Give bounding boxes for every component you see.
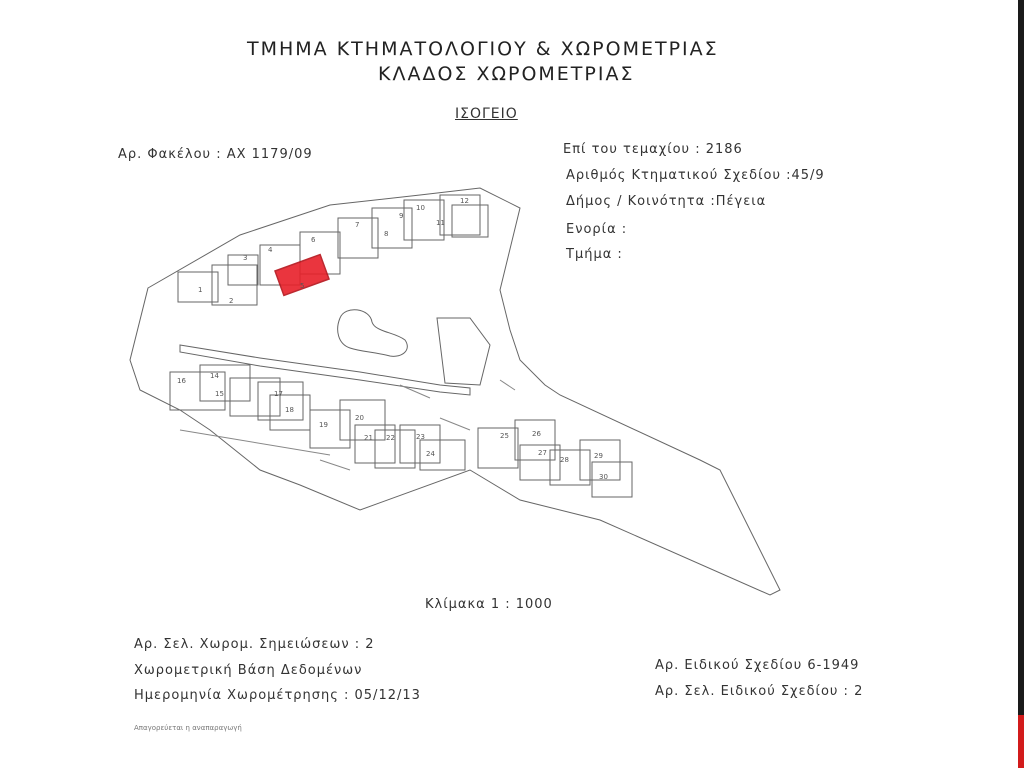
unit-label: 10	[416, 204, 425, 212]
unit-label: 24	[426, 450, 435, 458]
unit-label: 5	[300, 282, 304, 290]
survey-notes-page: Αρ. Σελ. Χωρομ. Σημειώσεων : 2	[134, 637, 375, 652]
unit-label: 26	[532, 430, 541, 438]
unit-label: 7	[355, 221, 359, 229]
unit-label: 17	[274, 390, 283, 398]
scale-label: Κλίμακα 1 : 1000	[425, 597, 553, 612]
special-plan-number: Αρ. Ειδικού Σχεδίου 6-1949	[655, 658, 860, 673]
cadastral-plan-number: Αριθμός Κτηματικού Σχεδίου :45/9	[566, 168, 825, 183]
right-edge-strip	[1018, 0, 1024, 768]
unit-label: 2	[229, 297, 233, 305]
title-line-1: ΤΜΗΜΑ ΚΤΗΜΑΤΟΛΟΓΙΟΥ & ΧΩΡΟΜΕΤΡΙΑΣ	[247, 38, 719, 60]
file-number: Αρ. Φακέλου : ΑΧ 1179/09	[118, 147, 313, 162]
unit-label: 18	[285, 406, 294, 414]
unit-label: 9	[399, 212, 403, 220]
unit-label: 12	[460, 197, 469, 205]
site-boundary	[129, 187, 781, 596]
unit-label: 28	[560, 456, 569, 464]
unit-label: 8	[384, 230, 388, 238]
municipality: Δήμος / Κοινότητα :Πέγεια	[566, 194, 767, 209]
unit-label: 23	[416, 433, 425, 441]
unit-label: 29	[594, 452, 603, 460]
unit-label: 14	[210, 372, 219, 380]
section: Τμήμα :	[566, 247, 623, 262]
survey-date: Ημερομηνία Χωρομέτρησης : 05/12/13	[134, 688, 421, 703]
unit-label: 20	[355, 414, 364, 422]
unit-label: 4	[268, 246, 273, 254]
unit-label: 11	[436, 219, 445, 227]
right-edge-red-mark	[1018, 715, 1024, 768]
unit-label: 6	[311, 236, 316, 244]
pool	[337, 309, 408, 357]
unit-label: 15	[215, 390, 224, 398]
parcel-number: Επί του τεμαχίου : 2186	[563, 142, 743, 157]
reproduction-note: Απαγορεύεται η αναπαραγωγή	[134, 724, 242, 732]
highlighted-unit	[274, 253, 330, 297]
unit-label: 22	[386, 434, 395, 442]
parish: Ενορία :	[566, 222, 628, 237]
unit-label: 19	[319, 421, 328, 429]
unit-label: 3	[243, 254, 247, 262]
unit-label: 1	[198, 286, 202, 294]
unit-label: 21	[364, 434, 373, 442]
survey-database: Χωρομετρική Βάση Δεδομένων	[134, 663, 363, 678]
title-line-2: ΚΛΑΔΟΣ ΧΩΡΟΜΕΤΡΙΑΣ	[378, 63, 635, 85]
unit-label: 25	[500, 432, 509, 440]
special-plan-page: Αρ. Σελ. Ειδικού Σχεδίου : 2	[655, 684, 864, 699]
floor-label: ΙΣΟΓΕΙΟ	[455, 106, 518, 122]
unit-label: 30	[599, 473, 608, 481]
unit-label: 27	[538, 449, 547, 457]
unit-label: 16	[177, 377, 186, 385]
